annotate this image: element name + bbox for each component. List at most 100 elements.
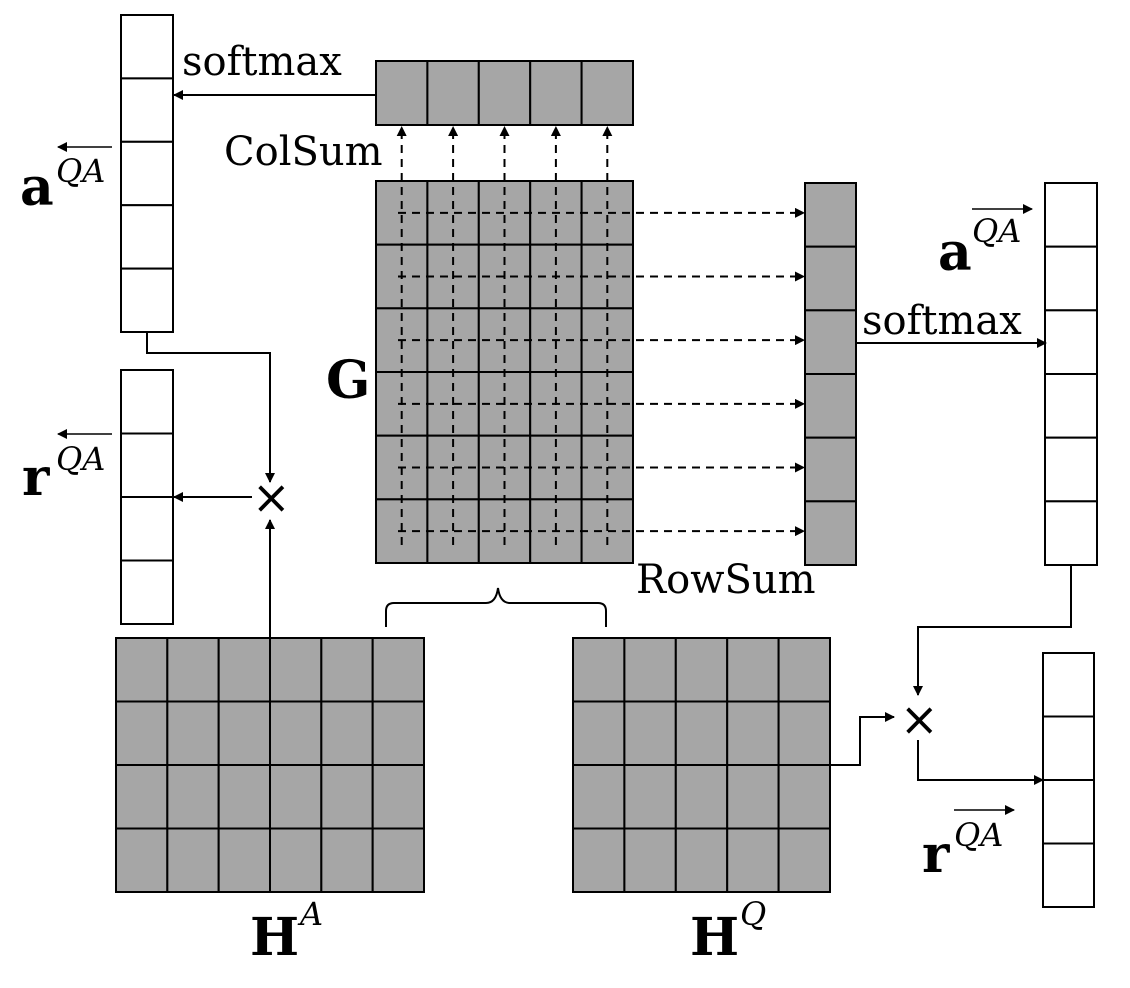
r-qa-right-vector-cell	[1042, 779, 1095, 845]
h-q-matrix-cell	[726, 637, 780, 703]
connectors	[146, 90, 1072, 785]
h-q-matrix-cell	[674, 637, 729, 703]
r-qa-left-vector-cell	[120, 432, 174, 498]
r-qa-right-vector-cell	[1042, 842, 1095, 908]
h-a-matrix-cell	[115, 827, 169, 893]
rowsum-label: RowSum	[636, 557, 816, 603]
rowsum-vector-cell	[804, 182, 857, 248]
colsum-vector-cell	[375, 60, 429, 126]
r-qa-left-sup: QA	[56, 440, 105, 478]
h-q-matrix-cell	[572, 700, 626, 766]
colsum-vector-cell	[580, 60, 634, 126]
h-q-matrix-cell	[726, 700, 780, 766]
h-a-matrix-cell	[371, 637, 425, 703]
h-q-matrix-cell	[572, 827, 626, 893]
rowsum-vector-cell	[804, 373, 857, 439]
h-a-matrix-cell	[320, 637, 374, 703]
h-a-matrix-cell	[217, 700, 272, 766]
r-qa-left-vector-cell	[120, 559, 174, 625]
h-q-matrix-cell	[623, 700, 677, 766]
times-to-r-right-arrow	[917, 740, 1044, 785]
a-qa-left-vector-cell	[120, 77, 174, 143]
r-qa-right-vector-cell	[1042, 652, 1095, 718]
a-qa-left-vector-cell	[120, 267, 174, 334]
h-a-matrix-cell	[217, 764, 272, 830]
h-a-matrix-cell	[115, 637, 169, 703]
h-q-matrix-cell	[777, 827, 831, 893]
a-qa-left-base: a	[20, 157, 54, 218]
rowsum-vector-cell	[804, 500, 857, 567]
h-q-matrix-cell	[674, 700, 729, 766]
a-qa-right-vector-cell	[1044, 309, 1098, 376]
h-q-matrix-cell	[777, 637, 831, 703]
a-qa-left-vector-cell	[120, 14, 174, 80]
ha-base: H	[250, 907, 299, 968]
h-q-matrix-cell	[777, 764, 831, 830]
h-a-matrix-cell	[166, 637, 220, 703]
a-qa-right-vector-cell	[1044, 500, 1098, 567]
h-q-matrix-cell	[572, 764, 626, 830]
hq-sup: Q	[740, 895, 766, 933]
h-a-matrix-cell	[166, 764, 220, 830]
h-q-matrix-cell	[777, 700, 831, 766]
rowsum-vector-cell	[804, 245, 857, 312]
rowsum-vector-cell	[804, 309, 857, 376]
rowsum-arrows	[398, 207, 805, 537]
h-q-matrix-cell	[726, 764, 780, 830]
a-qa-right-vector	[1044, 182, 1098, 567]
a-qa-right-vector-cell	[1044, 245, 1098, 312]
g-label: G	[326, 350, 370, 411]
h-a-matrix-cell	[269, 827, 323, 893]
r-qa-right-vector	[1042, 652, 1095, 908]
r-qa-left-vector-cell	[120, 369, 174, 435]
hq-base: H	[690, 907, 739, 968]
rowsum-vector-cell	[804, 436, 857, 503]
r-qa-left-vector-cell	[120, 496, 174, 562]
colsum-vector-cell	[529, 60, 583, 126]
h-a-matrix-cell	[217, 637, 272, 703]
r-qa-left-vector	[120, 369, 174, 625]
a-qa-right-vector-cell	[1044, 436, 1098, 503]
times-left-icon: ×	[252, 470, 291, 524]
a-qa-left-vector-cell	[120, 140, 174, 207]
h-a-matrix-cell	[320, 827, 374, 893]
h-a-matrix-cell	[115, 764, 169, 830]
r-qa-left-base: r	[22, 447, 50, 508]
rowsum-vector	[804, 182, 857, 567]
hq-to-times-arrow	[830, 712, 895, 766]
h-q-matrix-cell	[623, 637, 677, 703]
h-a-matrix-cell	[371, 700, 425, 766]
h-a-matrix-cell	[371, 764, 425, 830]
h-a-matrix-cell	[371, 827, 425, 893]
softmax-top-label: softmax	[182, 39, 342, 85]
h-q-matrix-cell	[674, 827, 729, 893]
h-q-matrix-cell	[623, 764, 677, 830]
h-a-matrix-cell	[269, 637, 323, 703]
h-a-matrix-cell	[269, 700, 323, 766]
a-qa-right-sup: QA	[972, 212, 1021, 250]
a-qa-left-sup: QA	[56, 152, 105, 190]
h-a-matrix-cell	[166, 827, 220, 893]
a-qa-left-vector	[120, 14, 174, 334]
h-q-matrix	[572, 637, 831, 893]
a-qa-right-vector-cell	[1044, 373, 1098, 439]
a-qa-right-base: a	[938, 222, 972, 283]
h-a-matrix-cell	[115, 700, 169, 766]
ha-sup: A	[297, 895, 323, 933]
h-a-matrix-cell	[166, 700, 220, 766]
h-q-matrix-cell	[726, 827, 780, 893]
h-a-matrix-cell	[320, 700, 374, 766]
colsum-vector	[375, 60, 634, 126]
a-qa-left-vector-cell	[120, 204, 174, 270]
softmax-right-label: softmax	[862, 298, 1022, 344]
h-a-matrix-cell	[320, 764, 374, 830]
times-right-icon: ×	[900, 692, 939, 746]
colsum-label: ColSum	[224, 129, 383, 175]
a-right-to-times-arrow	[913, 565, 1072, 696]
a-qa-right-vector-cell	[1044, 182, 1098, 248]
h-q-matrix-cell	[674, 764, 729, 830]
r-qa-right-base: r	[922, 824, 950, 885]
h-q-matrix-cell	[623, 827, 677, 893]
